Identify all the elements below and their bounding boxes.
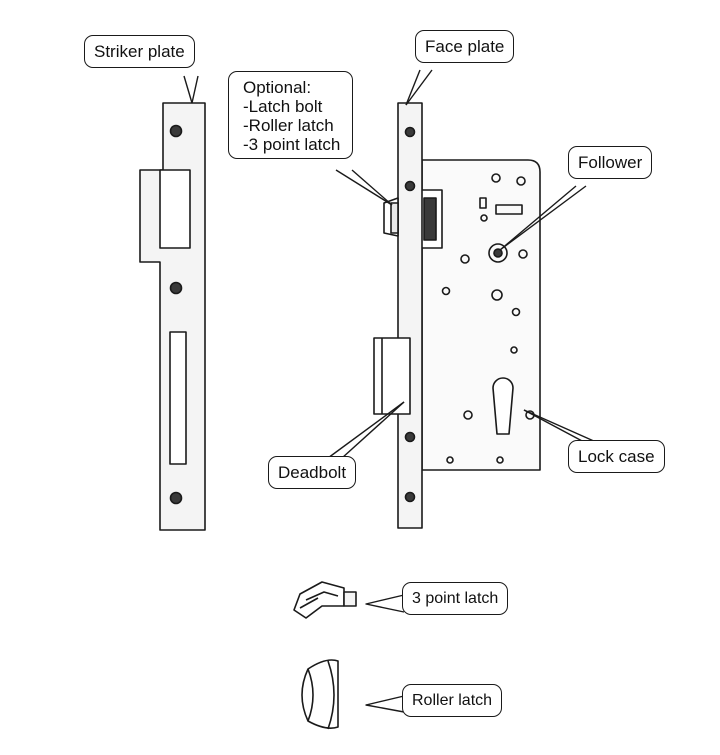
striker-plate-callout: Striker plate (84, 35, 195, 68)
face-plate-label: Face plate (425, 37, 505, 56)
deadbolt (373, 337, 411, 415)
roller-latch-callout: Roller latch (402, 684, 503, 717)
optional-latch-callout: Optional: -Latch bolt -Roller latch -3 p… (228, 71, 354, 159)
optional-item-3-point-latch: -3 point latch (243, 135, 341, 154)
striker-plate-label: Striker plate (94, 42, 185, 61)
lock-case-body (415, 159, 541, 471)
screw-hole-icon (169, 491, 183, 505)
cylinder-cutout-icon (492, 377, 514, 435)
optional-item-latch-bolt: -Latch bolt (243, 97, 323, 116)
deadbolt-callout: Deadbolt (268, 456, 357, 489)
screw-hole-icon (169, 124, 183, 138)
three-point-latch-label: 3 point latch (412, 590, 499, 607)
deadbolt-label: Deadbolt (278, 463, 347, 482)
follower-callout: Follower (568, 146, 653, 179)
latch-bolt (383, 197, 399, 237)
lock-case-label: Lock case (578, 447, 655, 466)
follower-hub-icon (488, 243, 508, 263)
face-plate-callout: Face plate (415, 30, 515, 63)
screw-hole-icon (169, 281, 183, 295)
roller-latch-label: Roller latch (412, 692, 493, 709)
optional-item-roller-latch: -Roller latch (243, 116, 334, 135)
three-point-latch-callout: 3 point latch (402, 582, 509, 615)
follower-label: Follower (578, 153, 643, 172)
roller-latch-part (301, 659, 339, 730)
lock-case-callout: Lock case (568, 440, 665, 473)
optional-title: Optional: (243, 78, 312, 97)
face-plate (397, 102, 423, 529)
striker-plate (139, 102, 206, 531)
three-point-latch-part (293, 581, 357, 619)
leader-lines (183, 69, 597, 713)
